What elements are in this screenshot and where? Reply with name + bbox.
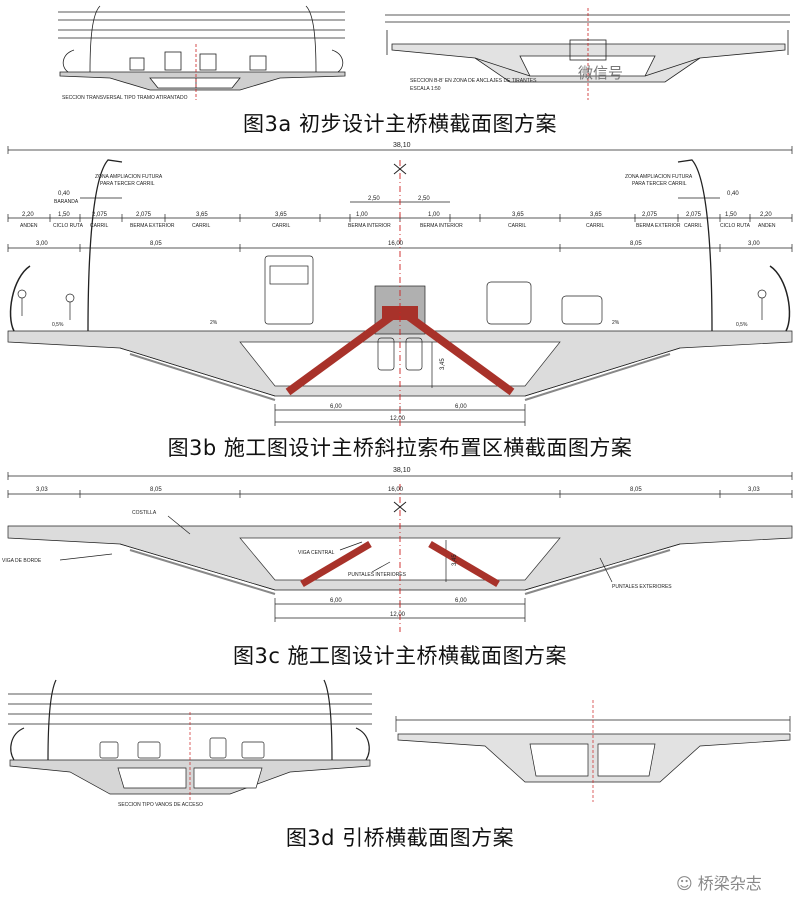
fig3b-baranda: BARANDA <box>54 199 79 205</box>
fig3b-seglabel-5: CARRIL <box>272 223 291 229</box>
fig3b-d300r: 3,00 <box>748 241 760 247</box>
fig3b-b1200: 12,00 <box>390 416 406 422</box>
fig3c-drawing: 38,10 3,03 8,05 16,00 8,05 3,03 COSTILLA… <box>2 467 793 632</box>
fig3c-d303r: 3,03 <box>748 487 760 493</box>
fig3c-viga-central: VIGA CENTRAL <box>298 550 335 556</box>
fig3b-seg-7: 1,00 <box>428 212 440 218</box>
fig3a-right-note: SECCION B-B' EN ZONA DE ANCLAJES DE TIRA… <box>410 78 537 84</box>
fig3b-ticks <box>7 214 793 252</box>
fig3b-seg-0: 2,20 <box>22 212 34 218</box>
fig3c-costilla: COSTILLA <box>132 510 157 516</box>
fig3b-seg-4: 3,65 <box>196 212 208 218</box>
fig3c-b1200: 12,00 <box>390 612 406 618</box>
fig3b-c250r: 2,50 <box>418 196 430 202</box>
fig3b-d300l: 3,00 <box>36 241 48 247</box>
fig3a-panel: SECCION TRANSVERSAL TIPO TRAMO ATIRANTAD… <box>0 0 800 106</box>
fig3c-panel: 38,10 3,03 8,05 16,00 8,05 3,03 COSTILLA… <box>0 462 800 638</box>
fig3d-caption: 图3d 引桥横截面图方案 <box>285 826 515 850</box>
fig3c-h345: 3,45 <box>452 554 458 566</box>
fig3b-struts <box>285 312 515 396</box>
fig3b-seg-3: 2,075 <box>136 212 152 218</box>
fig3b-seglabel-7: BERMA INTERIOR <box>420 223 463 229</box>
fig3b-seg-8: 3,65 <box>512 212 524 218</box>
fig3b-seg-13: 2,20 <box>760 212 772 218</box>
fig3c-total: 38,10 <box>393 467 411 474</box>
fig3b-seglabel-8: CARRIL <box>508 223 527 229</box>
fig3a-right-section <box>385 8 790 100</box>
fig3b-b600r: 6,00 <box>455 404 467 410</box>
fig3a-caption: 图3a 初步设计主桥横截面图方案 <box>243 112 557 136</box>
fig3b-slope-l2: 2% <box>210 320 218 326</box>
fig3b-seg-9: 3,65 <box>590 212 602 218</box>
fig3d-panel: SECCION TIPO VANOS DE ACCESO <box>0 672 800 812</box>
fig3c-viga-borde: VIGA DE BORDE <box>2 558 42 564</box>
fig3a-right-scale: ESCALA 1:50 <box>410 86 441 92</box>
fig3b-slope-r: 2% <box>612 320 620 326</box>
fig3b-d1600: 16,00 <box>388 241 404 247</box>
fig3b-seglabel-2: CARRIL <box>90 223 109 229</box>
watermark-text: 桥梁杂志 <box>697 874 762 893</box>
fig3b-seg-1: 1,50 <box>58 212 70 218</box>
fig3b-total: 38,10 <box>393 142 411 149</box>
fig3b-seg-12: 1,50 <box>725 212 737 218</box>
fig3b-zona-right: ZONA AMPLIACION FUTURA <box>625 174 693 180</box>
fig3b-seglabel-9: CARRIL <box>586 223 605 229</box>
fig3a-left-section <box>58 5 346 100</box>
car-shape <box>561 295 603 325</box>
fig3b-half-right: 0,40 <box>727 191 739 197</box>
fig3d-left-note: SECCION TIPO VANOS DE ACCESO <box>118 802 203 808</box>
fig3b-seglabel-6: BERMA INTERIOR <box>348 223 391 229</box>
fig3b-c250l: 2,50 <box>368 196 380 202</box>
fig3b-seglabel-0: ANDEN <box>20 223 38 229</box>
fig3b-seg-10: 2,075 <box>642 212 658 218</box>
fig3b-half-left: 0,40 <box>58 191 70 197</box>
fig3b-d805l: 8,05 <box>150 241 162 247</box>
fig3b-seglabel-10: BERMA EXTERIOR <box>636 223 681 229</box>
fig3c-d805l: 8,05 <box>150 487 162 493</box>
fig3b-seg-6: 1,00 <box>356 212 368 218</box>
fig3b-zona-left2: PARA TERCER CARRIL <box>100 181 155 187</box>
fig3c-b600l: 6,00 <box>330 598 342 604</box>
bottom-watermark: ☺ 桥梁杂志 <box>676 870 762 894</box>
truck-shape <box>264 255 314 325</box>
fig3b-seg-5: 3,65 <box>275 212 287 218</box>
fig3c-d805r: 8,05 <box>630 487 642 493</box>
fig3b-seg-11: 2,075 <box>686 212 702 218</box>
fig3c-d303l: 3,03 <box>36 487 48 493</box>
fig3b-slope-r2: 0,5% <box>736 322 748 328</box>
fig3b-caption: 图3b 施工图设计主桥斜拉索布置区横截面图方案 <box>167 436 633 460</box>
fig3b-seglabel-3: BERMA EXTERIOR <box>130 223 175 229</box>
fig3a-watermark: 微信号 <box>578 64 624 82</box>
fig3b-seglabel-12: CICLO RUTA <box>720 223 751 229</box>
fig3c-b600r: 6,00 <box>455 598 467 604</box>
suv-shape <box>486 281 532 325</box>
fig3b-panel: 38,10 0,40 BARANDA ZONA AMPLIACION FUTUR… <box>0 138 800 430</box>
fig3b-b600l: 6,00 <box>330 404 342 410</box>
fig3d-drawing: SECCION TIPO VANOS DE ACCESO <box>8 679 791 808</box>
fig3b-seg-2: 2,075 <box>92 212 108 218</box>
fig3c-puntales-int: PUNTALES INTERIORES <box>348 572 407 578</box>
fig3b-seglabel-11: CARRIL <box>684 223 703 229</box>
fig3b-seglabel-4: CARRIL <box>192 223 211 229</box>
fig3b-slope-l: 0,5% <box>52 322 64 328</box>
fig3b-h345: 3,45 <box>440 358 446 370</box>
fig3c-struts <box>300 540 500 588</box>
fig3b-zona-right2: PARA TERCER CARRIL <box>632 181 687 187</box>
fig3d-right-section <box>395 700 791 802</box>
fig3b-drawing: 38,10 0,40 BARANDA ZONA AMPLIACION FUTUR… <box>7 142 793 428</box>
fig3c-puntales-ext: PUNTALES EXTERIORES <box>612 584 672 590</box>
fig3d-left-section <box>8 679 372 800</box>
fig3a-drawing: SECCION TRANSVERSAL TIPO TRAMO ATIRANTAD… <box>58 5 790 101</box>
watermark-icon: ☺ <box>676 874 698 893</box>
fig3b-seglabel-13: ANDEN <box>758 223 776 229</box>
fig3c-caption: 图3c 施工图设计主桥横截面图方案 <box>232 644 568 668</box>
fig3b-zona-left: ZONA AMPLIACION FUTURA <box>95 174 163 180</box>
fig3b-seglabel-1: CICLO RUTA <box>53 223 84 229</box>
fig3b-d805r: 8,05 <box>630 241 642 247</box>
fig3c-d1600: 16,00 <box>388 487 404 493</box>
fig3a-left-note: SECCION TRANSVERSAL TIPO TRAMO ATIRANTAD… <box>62 95 188 101</box>
